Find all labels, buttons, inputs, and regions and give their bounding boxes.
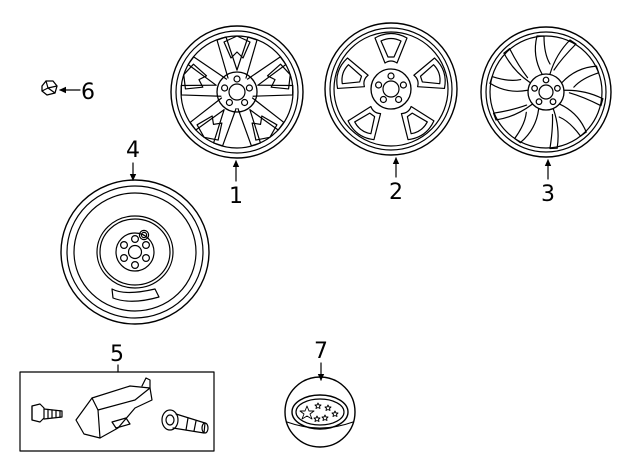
callout-4-label: 4 [126,138,140,163]
center-cap-icon[interactable] [284,376,356,448]
alloy-wheel-five-spoke-icon[interactable] [324,22,458,156]
sensor-body-icon [75,377,153,439]
callout-3-label: 3 [541,182,555,207]
callout-2-label: 2 [389,180,403,205]
callout-6-label: 6 [81,80,95,105]
brand-emblem-stars-icon [299,402,339,422]
valve-screw-icon [31,403,63,423]
spare-steel-wheel-icon[interactable] [60,179,210,325]
callout-1-label: 1 [229,184,243,209]
lug-nut-icon[interactable] [41,80,58,96]
valve-stem-icon [161,409,209,434]
callout-7-label: 7 [314,339,328,364]
tire-pressure-sensor-kit-icon[interactable] [19,371,215,452]
callout-5-label: 5 [110,342,124,367]
alloy-wheel-split-spoke-icon[interactable] [480,26,612,158]
alloy-wheel-y-spoke-icon[interactable] [170,25,304,159]
